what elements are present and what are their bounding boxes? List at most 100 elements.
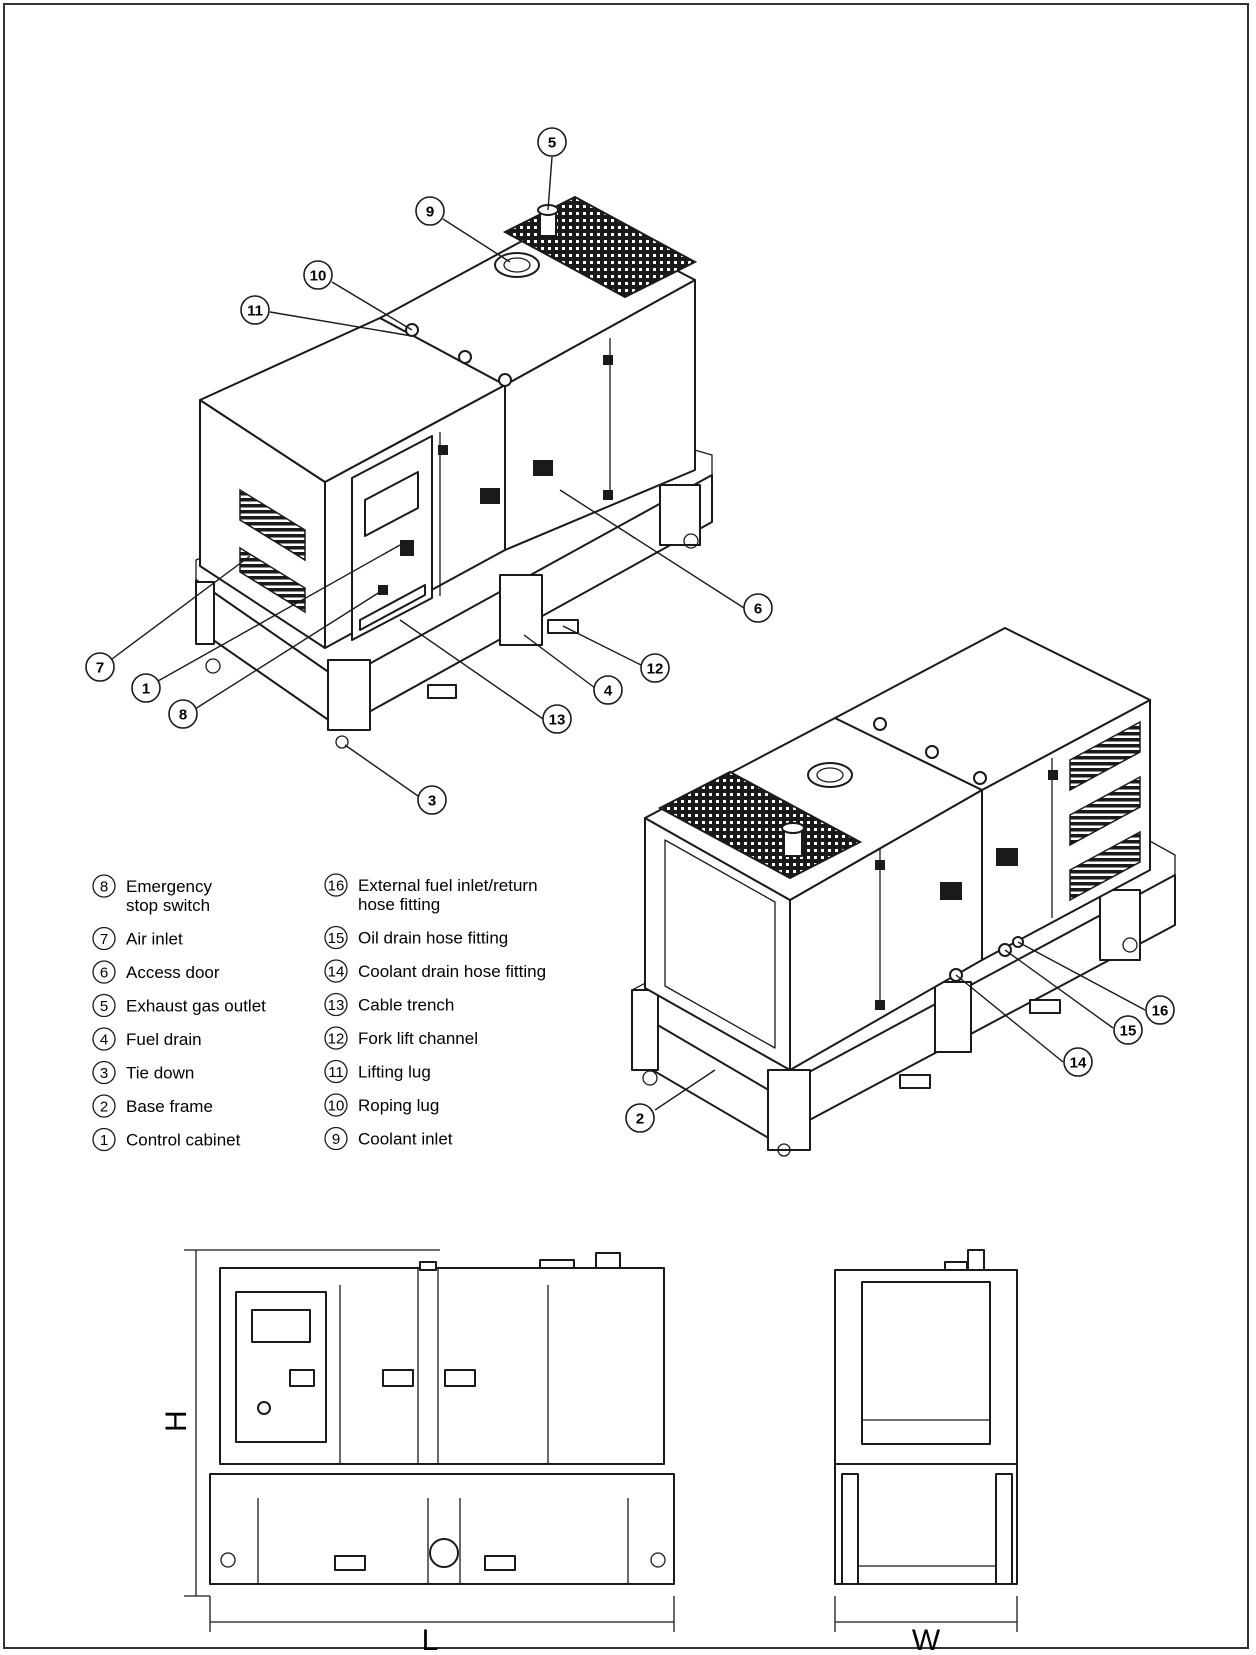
legend-number: 12	[324, 1026, 348, 1050]
callouts: 5 9 10 11 6 7 1 8 13 4 12 3 16 15 14 2	[85, 127, 1175, 1133]
legend-item-10: 10 Roping lug	[324, 1093, 439, 1117]
legend-number: 6	[92, 960, 116, 984]
svg-text:11: 11	[328, 1064, 344, 1081]
legend-label: Exhaust gas outlet	[126, 997, 266, 1016]
svg-text:16: 16	[328, 878, 345, 895]
legend-number: 8	[92, 874, 116, 898]
svg-text:8: 8	[100, 879, 108, 896]
legend-item-1: 1 Control cabinet	[92, 1127, 241, 1152]
legend-number: 7	[92, 926, 116, 951]
legend-label: Roping lug	[358, 1096, 439, 1115]
legend-number: 15	[324, 925, 348, 950]
legend-number: 10	[324, 1093, 348, 1117]
svg-text:7: 7	[96, 660, 104, 677]
svg-text:2: 2	[636, 1111, 644, 1128]
svg-text:9: 9	[426, 204, 434, 221]
side-elevation: W	[834, 1249, 1018, 1655]
callout-13: 13	[542, 704, 572, 734]
callout-9: 9	[415, 196, 445, 226]
legend-item-14: 14 Coolant drain hose fitting	[324, 959, 546, 983]
legend-item-4: 4 Fuel drain	[92, 1027, 202, 1051]
callout-4: 4	[593, 675, 623, 705]
dimension-height-label: H	[160, 1410, 193, 1432]
callout-1: 1	[131, 673, 161, 703]
legend-label: External fuel inlet/return	[358, 876, 538, 895]
callout-10: 10	[303, 260, 333, 290]
legend-item-9: 9 Coolant inlet	[324, 1126, 453, 1151]
legend-item-5: 5 Exhaust gas outlet	[92, 993, 266, 1018]
svg-text:1: 1	[100, 1132, 108, 1149]
svg-text:12: 12	[328, 1031, 345, 1048]
legend-number: 16	[324, 873, 348, 897]
callout-7: 7	[85, 652, 115, 682]
legend-item-7: 7 Air inlet	[92, 926, 183, 951]
svg-text:2: 2	[100, 1099, 108, 1116]
legend-label: Coolant drain hose fitting	[358, 962, 546, 981]
callout-3: 3	[417, 785, 447, 815]
legend-number: 9	[324, 1126, 348, 1151]
front-elevation: H L	[160, 1249, 675, 1655]
svg-text:8: 8	[179, 707, 187, 724]
svg-text:3: 3	[100, 1065, 108, 1082]
svg-text:15: 15	[328, 930, 345, 947]
svg-text:16: 16	[1152, 1003, 1169, 1020]
legend-label: Fuel drain	[126, 1030, 202, 1049]
legend-label: Air inlet	[126, 930, 183, 949]
svg-text:11: 11	[247, 303, 263, 320]
svg-text:15: 15	[1120, 1023, 1137, 1040]
svg-text:7: 7	[100, 931, 108, 948]
callout-8: 8	[168, 699, 198, 729]
callout-2-rear: 2	[625, 1103, 655, 1133]
legend-number: 5	[92, 993, 116, 1018]
svg-text:9: 9	[332, 1131, 340, 1148]
legend-item-12: 12 Fork lift channel	[324, 1026, 478, 1050]
svg-text:12: 12	[647, 661, 664, 678]
svg-text:5: 5	[100, 998, 108, 1015]
iso-view-front	[195, 195, 713, 749]
callout-15-rear: 15	[1113, 1015, 1143, 1045]
legend-label: Fork lift channel	[358, 1029, 478, 1048]
svg-text:5: 5	[548, 135, 556, 152]
legend-label: Tie down	[126, 1064, 194, 1083]
legend-number: 1	[92, 1127, 116, 1152]
svg-text:14: 14	[1070, 1055, 1087, 1072]
legend-label: Oil drain hose fitting	[358, 929, 508, 948]
legend-number: 14	[324, 959, 348, 983]
callout-6: 6	[743, 593, 773, 623]
legend-label: Emergency	[126, 877, 212, 896]
callout-16-rear: 16	[1145, 995, 1175, 1025]
legend-label: Base frame	[126, 1097, 213, 1116]
callout-12: 12	[640, 653, 670, 683]
legend-item-2: 2 Base frame	[92, 1094, 213, 1118]
iso-view-rear	[631, 627, 1176, 1157]
svg-text:1: 1	[142, 681, 150, 698]
svg-text:13: 13	[549, 712, 566, 729]
svg-text:6: 6	[100, 965, 108, 982]
legend-label: Coolant inlet	[358, 1130, 453, 1149]
legend-label: Access door	[126, 963, 220, 982]
legend-number: 2	[92, 1094, 116, 1118]
callout-11: 11	[240, 295, 270, 325]
callout-14-rear: 14	[1063, 1047, 1093, 1077]
legend-item-6: 6 Access door	[92, 960, 220, 984]
legend-number: 3	[92, 1060, 116, 1085]
legend-label: stop switch	[126, 896, 210, 915]
svg-text:14: 14	[328, 964, 345, 981]
drawing-frame	[3, 3, 1249, 1649]
legend-number: 13	[324, 992, 348, 1017]
dimension-length-label: L	[422, 1624, 439, 1655]
svg-text:3: 3	[428, 793, 436, 810]
legend-label: hose fitting	[358, 895, 440, 914]
legend-number: 11	[324, 1059, 348, 1084]
dimension-width-label: W	[912, 1624, 941, 1655]
callout-5: 5	[537, 127, 567, 157]
legend-label: Control cabinet	[126, 1131, 241, 1150]
svg-text:10: 10	[310, 268, 327, 285]
svg-text:4: 4	[100, 1032, 108, 1049]
